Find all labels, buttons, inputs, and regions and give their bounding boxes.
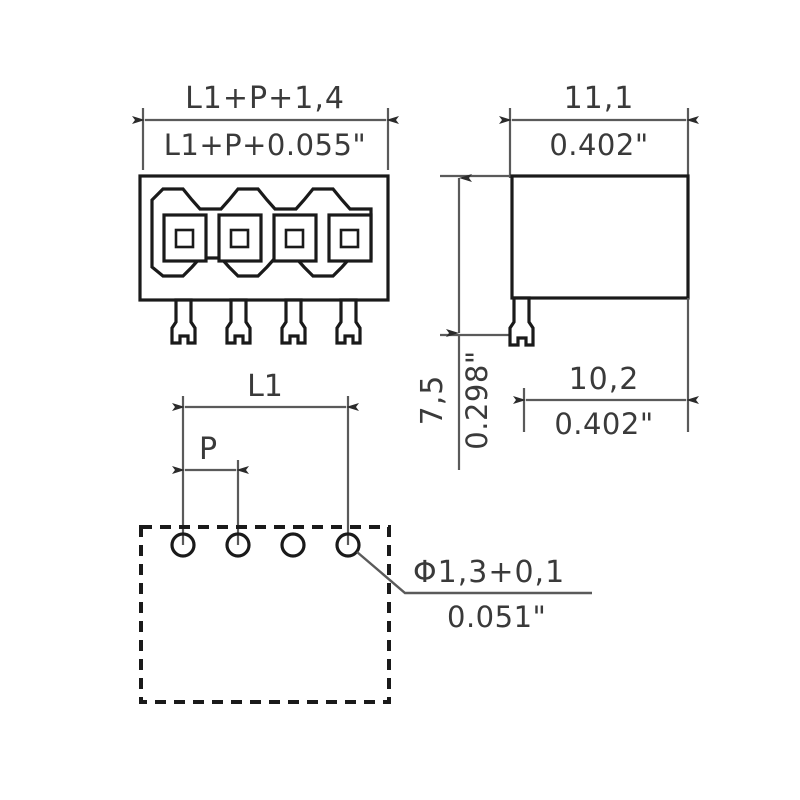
- pcb-footprint-view: [139, 525, 391, 704]
- front-view-contact-square: [174, 228, 195, 249]
- footprint-width-metric-text: 10,2: [569, 362, 640, 397]
- front-width-imperial-text: L1+P+0.055": [164, 128, 367, 162]
- front-view-pole-window: [272, 213, 318, 263]
- side-width-imperial-text: 0.402": [549, 128, 648, 162]
- side-width-dimension: 11,1 0.402": [499, 81, 699, 178]
- side-view: [508, 174, 690, 347]
- height-imperial-text: 0.298": [460, 350, 494, 449]
- height-dimension: 7,5 0.298": [415, 174, 515, 470]
- front-view-contact-square: [284, 228, 305, 249]
- front-view-contact-square: [339, 228, 360, 249]
- footprint-outline: [139, 525, 391, 704]
- front-width-metric-text: L1+P+1,4: [185, 81, 345, 116]
- hole-diameter-metric-text: Φ1,3+0,1: [413, 555, 565, 590]
- hole-diameter-note: Φ1,3+0,1 0.051": [356, 551, 592, 634]
- side-view-body: [510, 174, 690, 300]
- height-metric-text: 7,5: [415, 375, 450, 426]
- front-view-contact-square: [229, 228, 250, 249]
- side-width-metric-text: 11,1: [564, 81, 635, 116]
- footprint-width-imperial-text: 0.402": [554, 407, 653, 441]
- hole-diameter-leader: [356, 551, 592, 595]
- front-view-solder-pin: [225, 298, 252, 345]
- front-view: [138, 174, 390, 345]
- front-view-pole-window: [162, 213, 208, 263]
- length-dimension: L1: [172, 369, 359, 545]
- front-view-solder-pin: [170, 298, 197, 345]
- pitch-label-text: P: [199, 432, 217, 467]
- front-width-dimension: L1+P+1,4 L1+P+0.055": [132, 81, 399, 170]
- footprint-hole: [225, 532, 251, 558]
- front-view-pole-window: [217, 213, 263, 263]
- front-view-solder-pin: [280, 298, 307, 345]
- front-view-pole-window: [327, 213, 373, 263]
- footprint-hole: [280, 532, 306, 558]
- footprint-hole: [170, 532, 196, 558]
- side-view-solder-pin: [508, 296, 535, 347]
- length-label-text: L1: [247, 369, 283, 404]
- footprint-hole: [335, 532, 361, 558]
- footprint-width-dimension: 10,2 0.402": [513, 298, 699, 441]
- pitch-dimension: P: [172, 432, 249, 545]
- front-view-solder-pin: [335, 298, 362, 345]
- hole-diameter-imperial-text: 0.051": [447, 600, 546, 634]
